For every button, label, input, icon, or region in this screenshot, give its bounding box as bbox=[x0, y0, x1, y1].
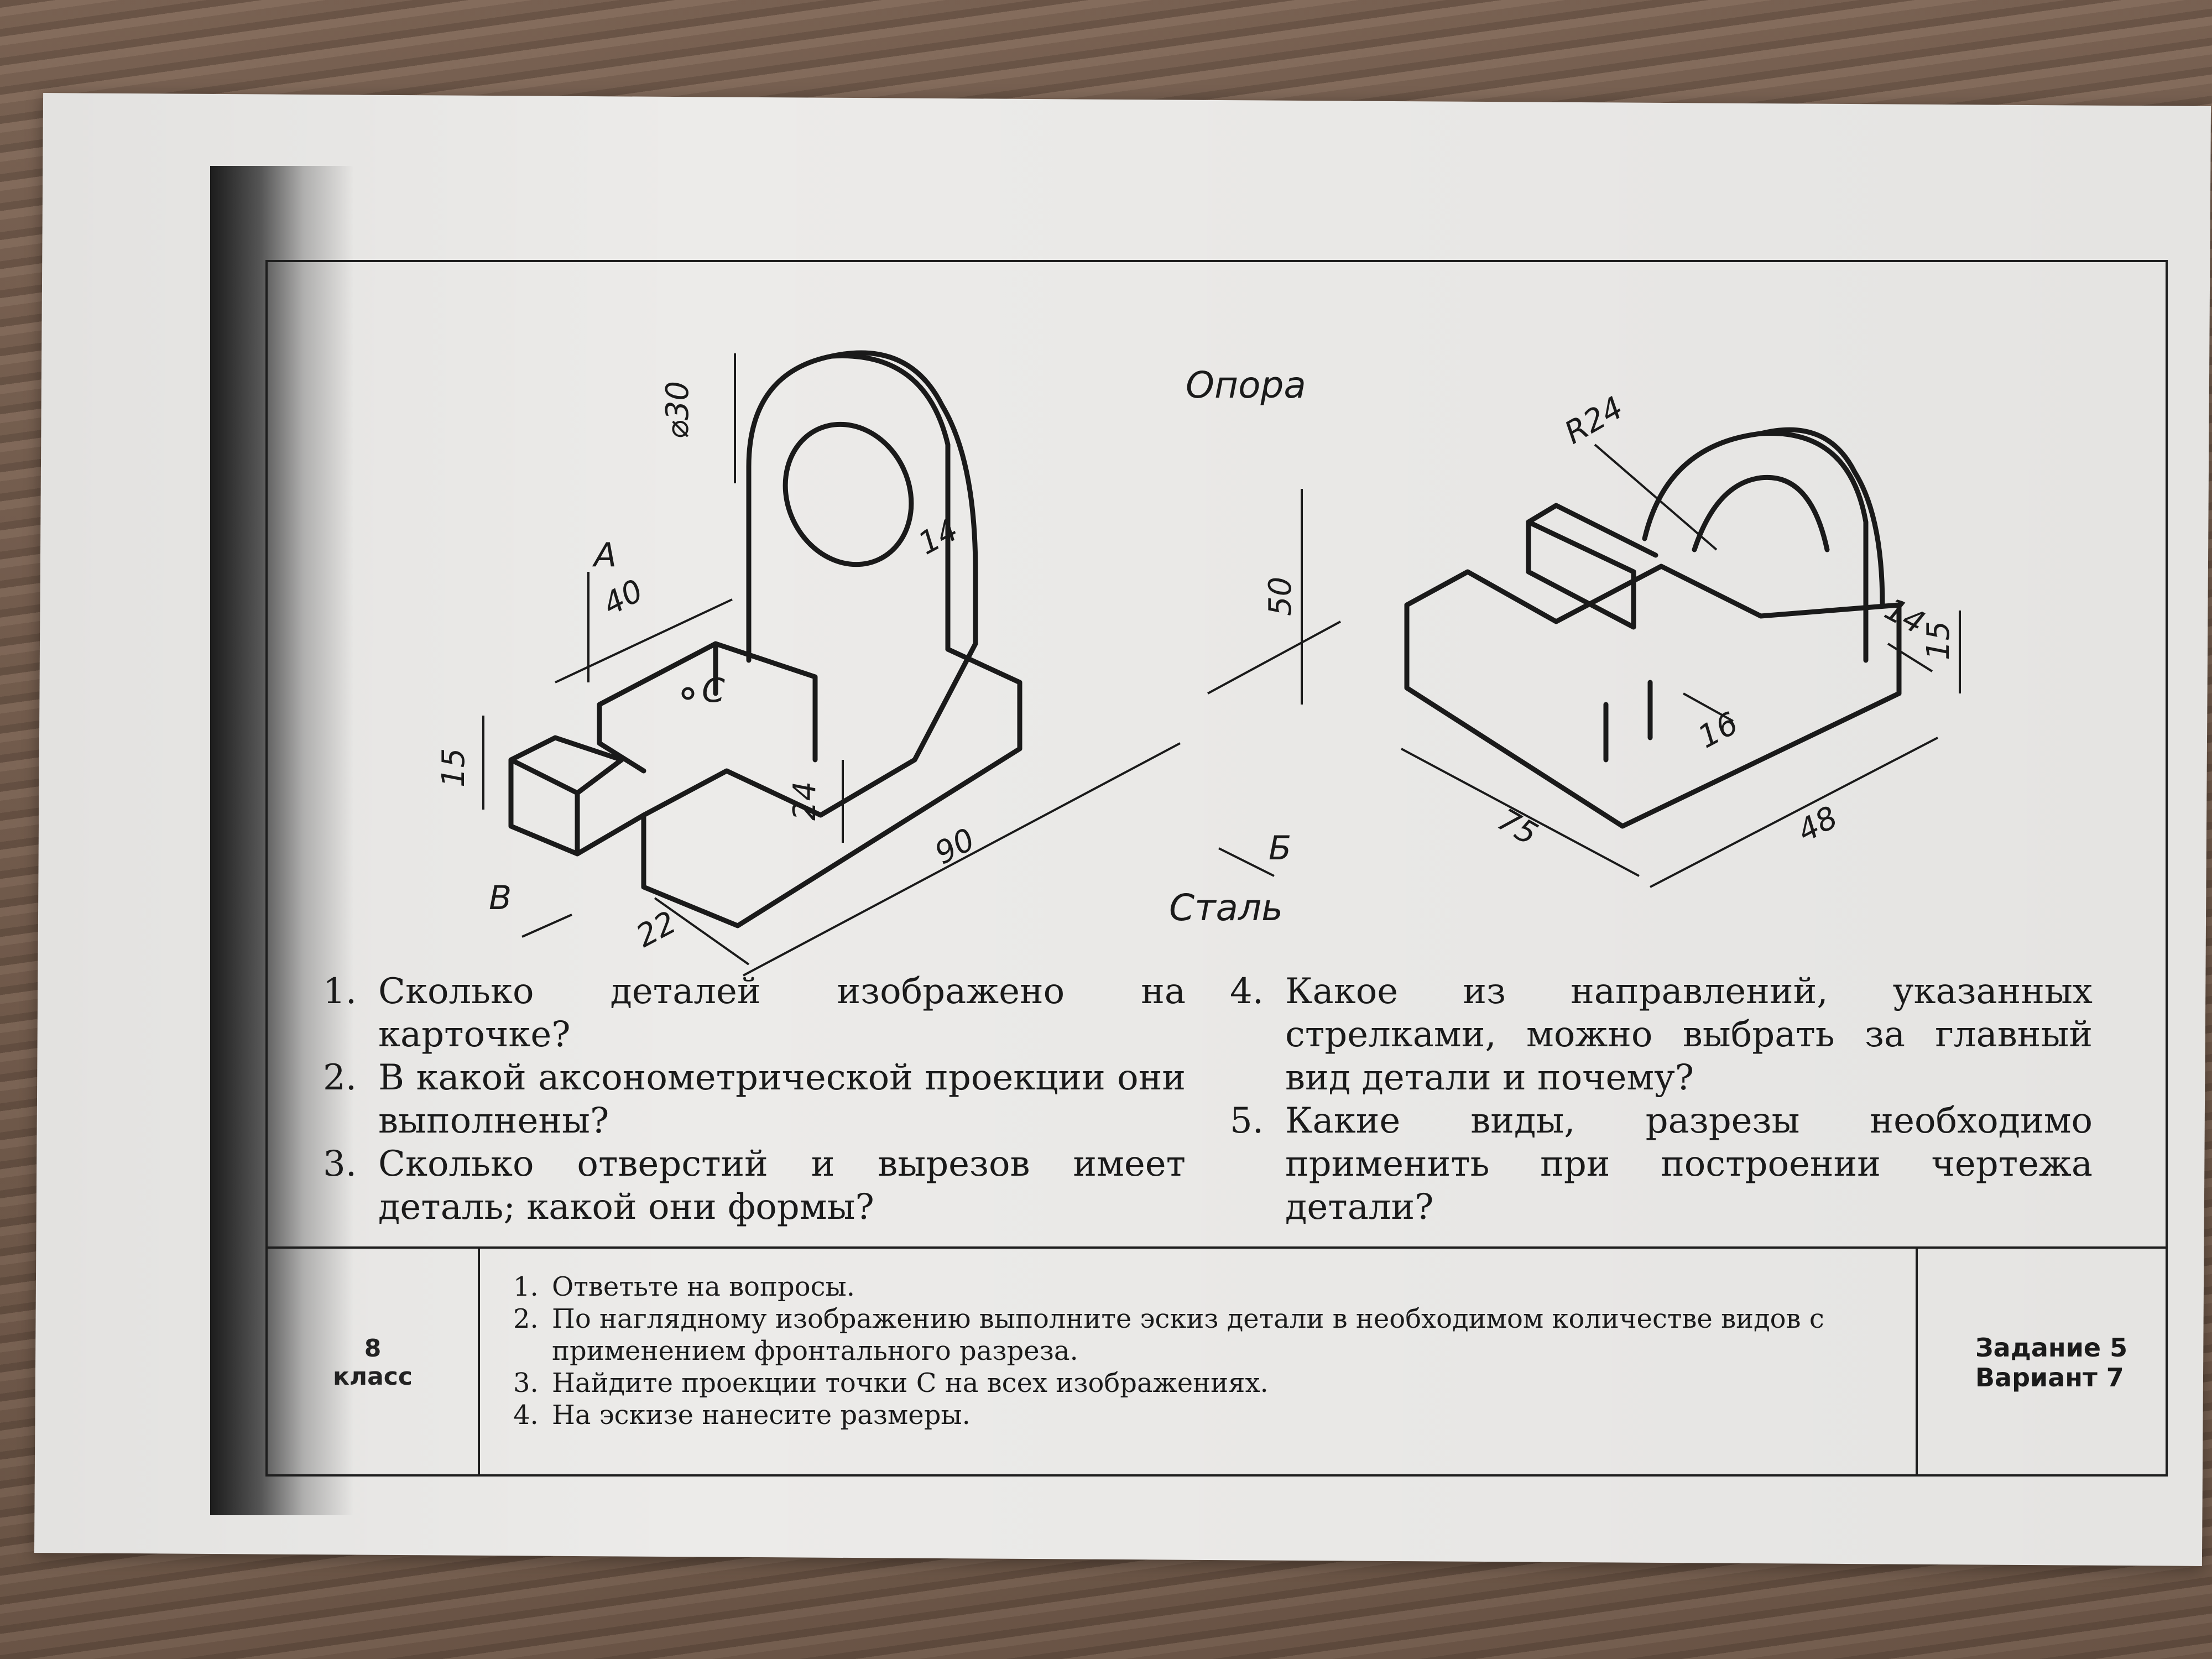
task-text: Ответьте на вопросы. bbox=[552, 1271, 855, 1302]
task-text: Найдите проекции точки С на всех изображ… bbox=[552, 1368, 1269, 1399]
question-number: 2. bbox=[323, 1057, 357, 1098]
tasks-cell: 1. Ответьте на вопросы. 2. По наглядному… bbox=[480, 1249, 1918, 1477]
left-upright-side bbox=[829, 350, 978, 646]
task-number: 1. bbox=[513, 1271, 539, 1302]
dim-90: 90 bbox=[929, 822, 980, 872]
task-text: По наглядному изображению выполните эски… bbox=[552, 1303, 1824, 1366]
question-text: В какой аксонометрической проекции они в… bbox=[378, 1057, 1186, 1141]
drawings-area: ⌀30 40 14 50 15 24 22 90 А Б В С bbox=[436, 350, 1961, 977]
task-card: ⌀30 40 14 50 15 24 22 90 А Б В С bbox=[265, 260, 2168, 1477]
view-arrow-a-label: А bbox=[592, 536, 617, 575]
right-rib bbox=[1526, 503, 1658, 630]
right-isometric-drawing bbox=[1404, 427, 1902, 829]
task-number: 4. bbox=[513, 1400, 539, 1431]
task-number: 3. bbox=[513, 1368, 539, 1399]
left-dimensions bbox=[482, 353, 1341, 977]
task-text: На эскизе нанесите размеры. bbox=[552, 1400, 971, 1431]
right-slot bbox=[1603, 680, 1653, 763]
left-step-upper bbox=[597, 641, 818, 774]
task-item: 4. На эскизе нанесите размеры. bbox=[513, 1399, 1882, 1431]
question-number: 3. bbox=[323, 1144, 357, 1185]
dim-diameter-30: ⌀30 bbox=[660, 381, 696, 439]
question-number: 5. bbox=[1230, 1100, 1264, 1141]
questions-left-column: 1. Сколько деталей изображено на карточк… bbox=[323, 970, 1186, 1229]
dim-40: 40 bbox=[597, 573, 649, 623]
dim-15-right: 15 bbox=[1921, 621, 1957, 660]
dim-15-left: 15 bbox=[436, 748, 472, 787]
question-number: 4. bbox=[1230, 971, 1264, 1012]
dim-75: 75 bbox=[1491, 802, 1543, 853]
question-text: Сколько отверстий и вырезов имеет деталь… bbox=[378, 1144, 1186, 1228]
task-item: 1. Ответьте на вопросы. bbox=[513, 1271, 1882, 1303]
right-upright-side bbox=[1758, 427, 1885, 608]
scan-shadow bbox=[210, 166, 354, 1515]
question-item: 2. В какой аксонометрической проекции он… bbox=[323, 1056, 1186, 1142]
left-isometric-drawing bbox=[508, 350, 1022, 928]
grade-number: 8 bbox=[364, 1334, 382, 1363]
dim-r24: R24 bbox=[1559, 390, 1630, 451]
left-step-front bbox=[575, 812, 646, 857]
variant-cell: Задание 5 Вариант 7 bbox=[1920, 1249, 2166, 1477]
dim-50: 50 bbox=[1262, 577, 1298, 616]
dim-14-left: 14 bbox=[912, 512, 964, 562]
right-top bbox=[1404, 564, 1902, 624]
task-item: 2. По наглядному изображению выполните э… bbox=[513, 1303, 1882, 1367]
left-base-top bbox=[641, 641, 978, 818]
part-name: Опора bbox=[1186, 364, 1306, 406]
question-text: Какое из направлений, указанных стрелкам… bbox=[1285, 971, 2093, 1098]
grade-cell: 8 класс bbox=[268, 1249, 480, 1477]
question-text: Сколько деталей изображено на карточке? bbox=[378, 971, 1186, 1055]
right-arch bbox=[1642, 430, 1869, 663]
questions-block: 1. Сколько деталей изображено на карточк… bbox=[323, 970, 2115, 1468]
grade-word: класс bbox=[333, 1363, 413, 1391]
questions-right-column: 4. Какое из направлений, указанных стрел… bbox=[1230, 970, 2093, 1229]
task-item: 3. Найдите проекции точки С на всех изоб… bbox=[513, 1367, 1882, 1399]
point-c-label: С bbox=[702, 671, 725, 710]
question-item: 5. Какие виды, разрезы необходимо примен… bbox=[1230, 1099, 2093, 1229]
right-base bbox=[1404, 602, 1902, 829]
question-number: 1. bbox=[323, 971, 357, 1012]
variant-number: Вариант 7 bbox=[1975, 1363, 2124, 1392]
question-item: 1. Сколько деталей изображено на карточк… bbox=[323, 970, 1186, 1056]
question-item: 3. Сколько отверстий и вырезов имеет дет… bbox=[323, 1142, 1186, 1229]
dim-48: 48 bbox=[1792, 800, 1843, 850]
dim-24: 24 bbox=[787, 781, 823, 821]
material-label: Сталь bbox=[1169, 886, 1283, 929]
left-upright bbox=[746, 353, 951, 663]
point-c-marker bbox=[681, 687, 695, 700]
view-arrow-b-label: Б bbox=[1269, 829, 1291, 868]
task-number: 2. bbox=[513, 1303, 539, 1334]
right-dimensions bbox=[1401, 444, 1961, 888]
footer-table: 8 класс 1. Ответьте на вопросы. 2. По на… bbox=[268, 1246, 2166, 1477]
assignment-number: Задание 5 bbox=[1975, 1333, 2128, 1363]
right-arch-inner bbox=[1692, 474, 1830, 552]
dim-16: 16 bbox=[1692, 706, 1744, 756]
view-arrow-v-label: В bbox=[489, 879, 512, 917]
left-base bbox=[641, 646, 1022, 928]
left-hole bbox=[782, 421, 914, 567]
question-item: 4. Какое из направлений, указанных стрел… bbox=[1230, 970, 2093, 1099]
question-text: Какие виды, разрезы необходимо применить… bbox=[1285, 1100, 2093, 1228]
